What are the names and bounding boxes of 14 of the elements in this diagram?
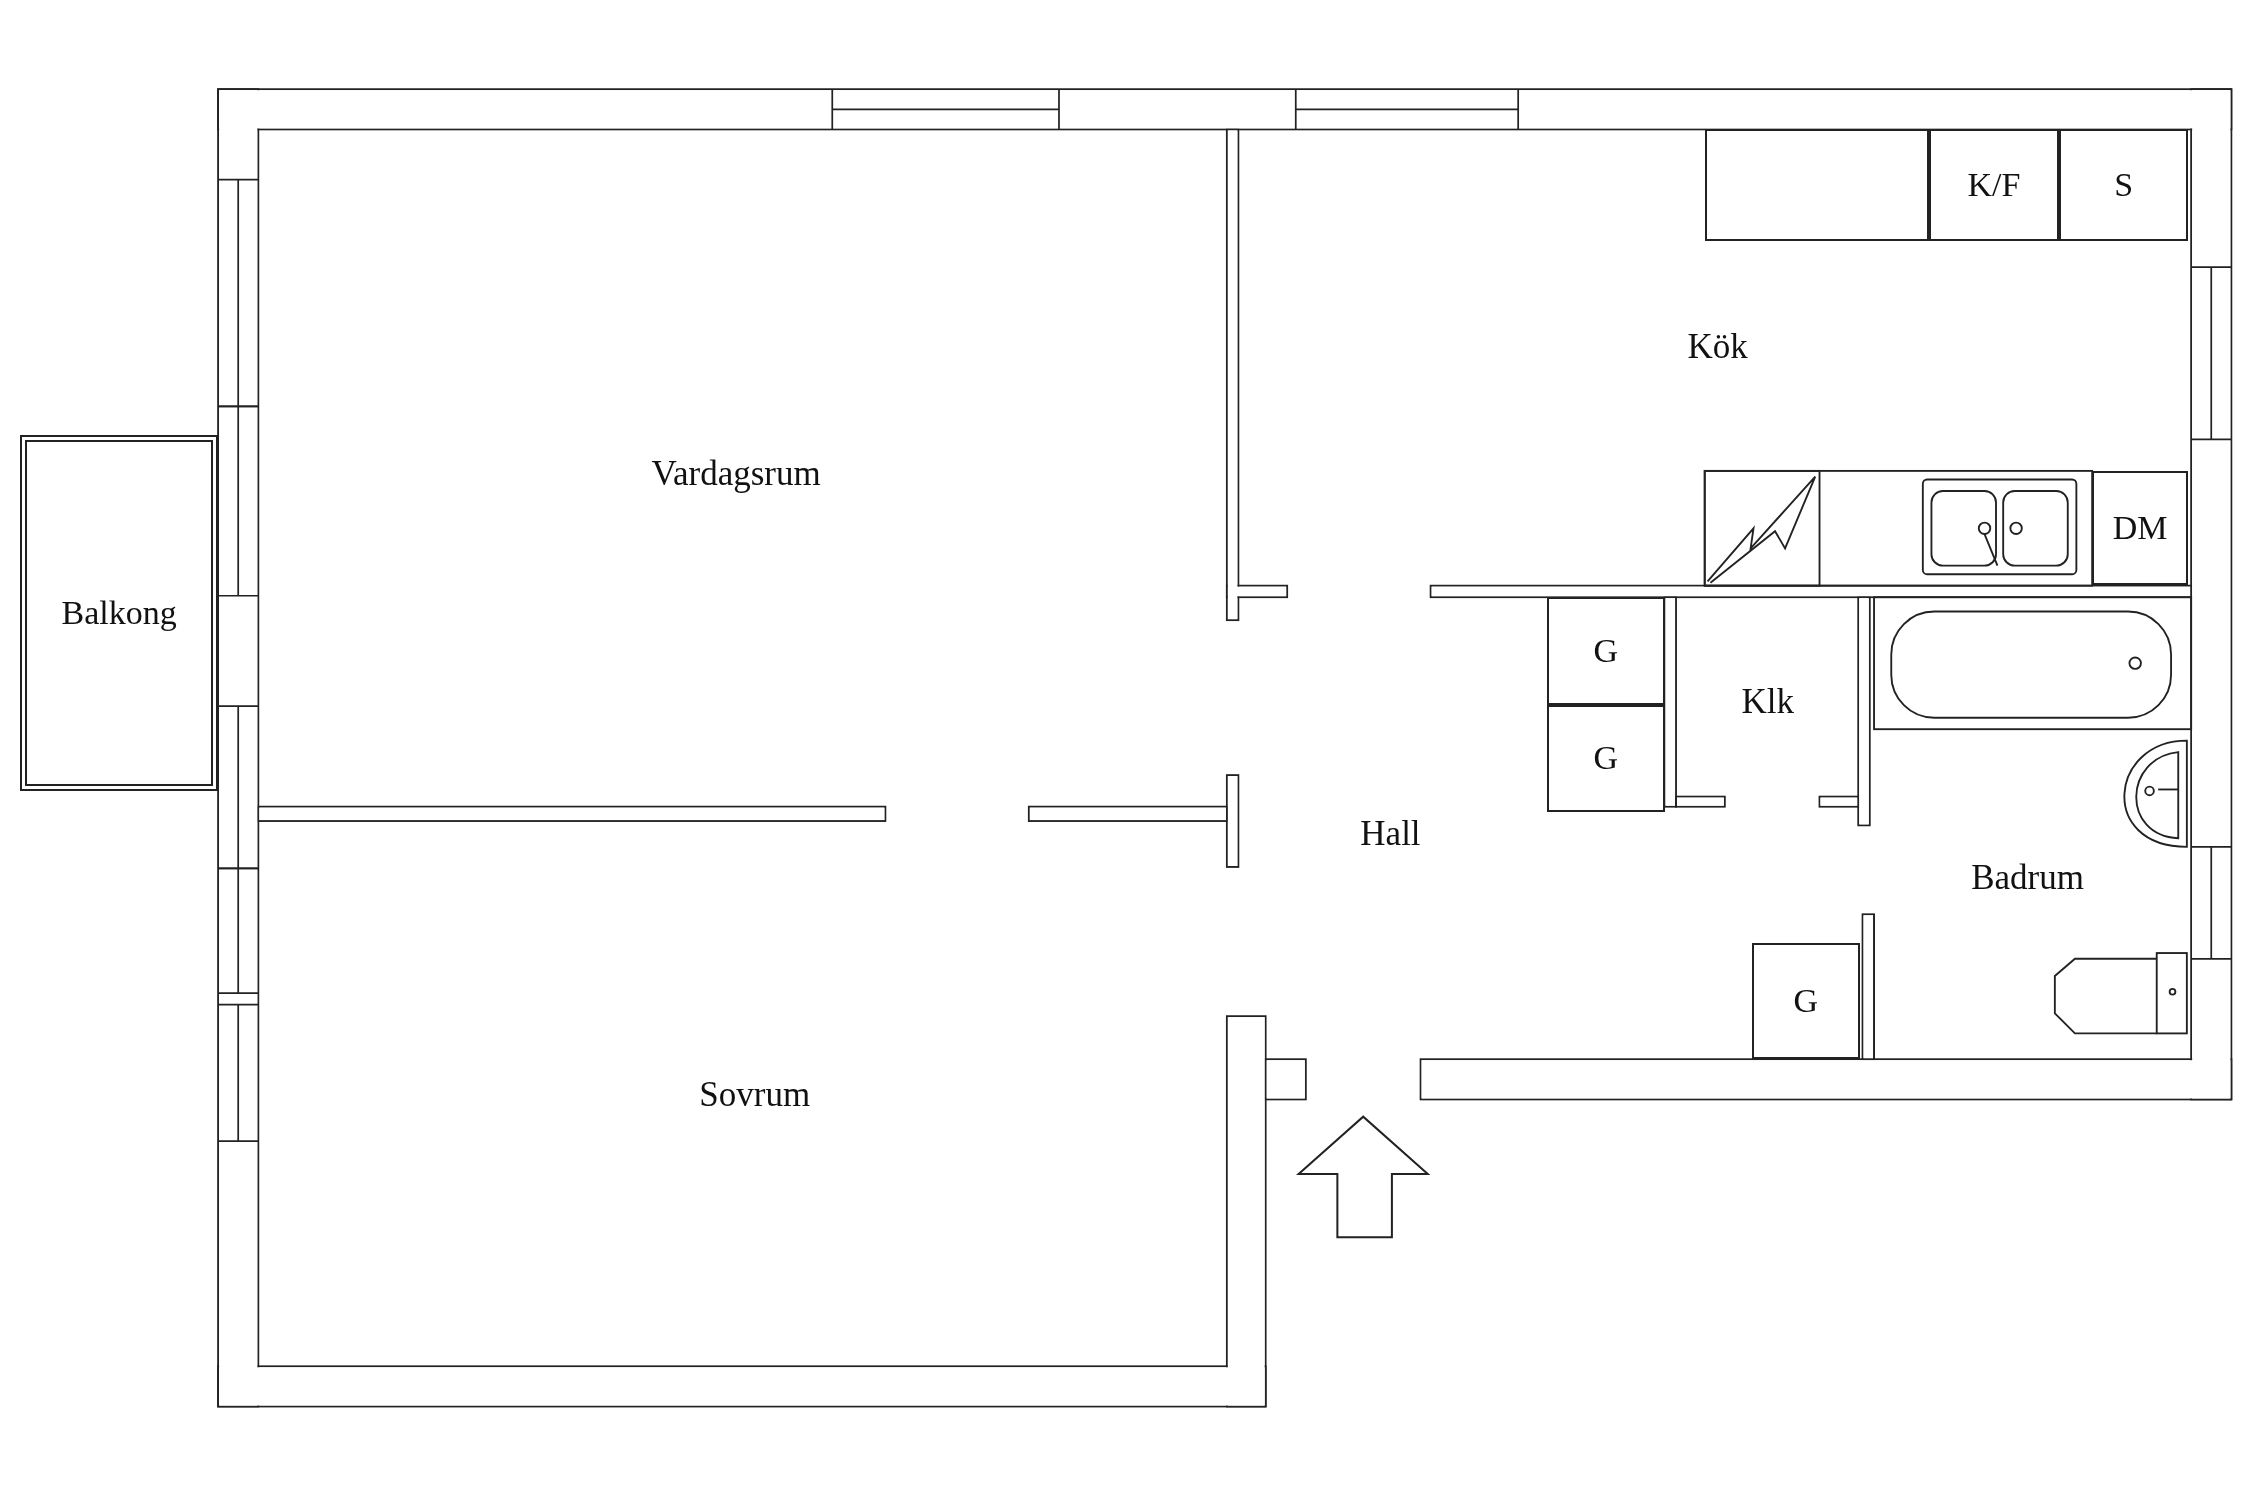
- fixture-box: DM: [2092, 470, 2189, 586]
- fixture-box: K/F: [1928, 129, 2060, 242]
- counter-box: [1704, 129, 1929, 242]
- fixture-box: G: [1546, 704, 1665, 813]
- balcony-box: Balkong: [20, 434, 219, 791]
- room-label: Kök: [1687, 327, 1748, 368]
- room-label: Sovrum: [699, 1074, 811, 1115]
- fixture-box: G: [1752, 942, 1860, 1059]
- fixture-box: G: [1546, 596, 1665, 705]
- fixture-box: S: [2059, 129, 2189, 242]
- room-label: Badrum: [1971, 858, 2084, 899]
- room-label: Hall: [1360, 813, 1421, 854]
- room-label: Vardagsrum: [651, 453, 821, 494]
- room-label: Klk: [1741, 681, 1795, 722]
